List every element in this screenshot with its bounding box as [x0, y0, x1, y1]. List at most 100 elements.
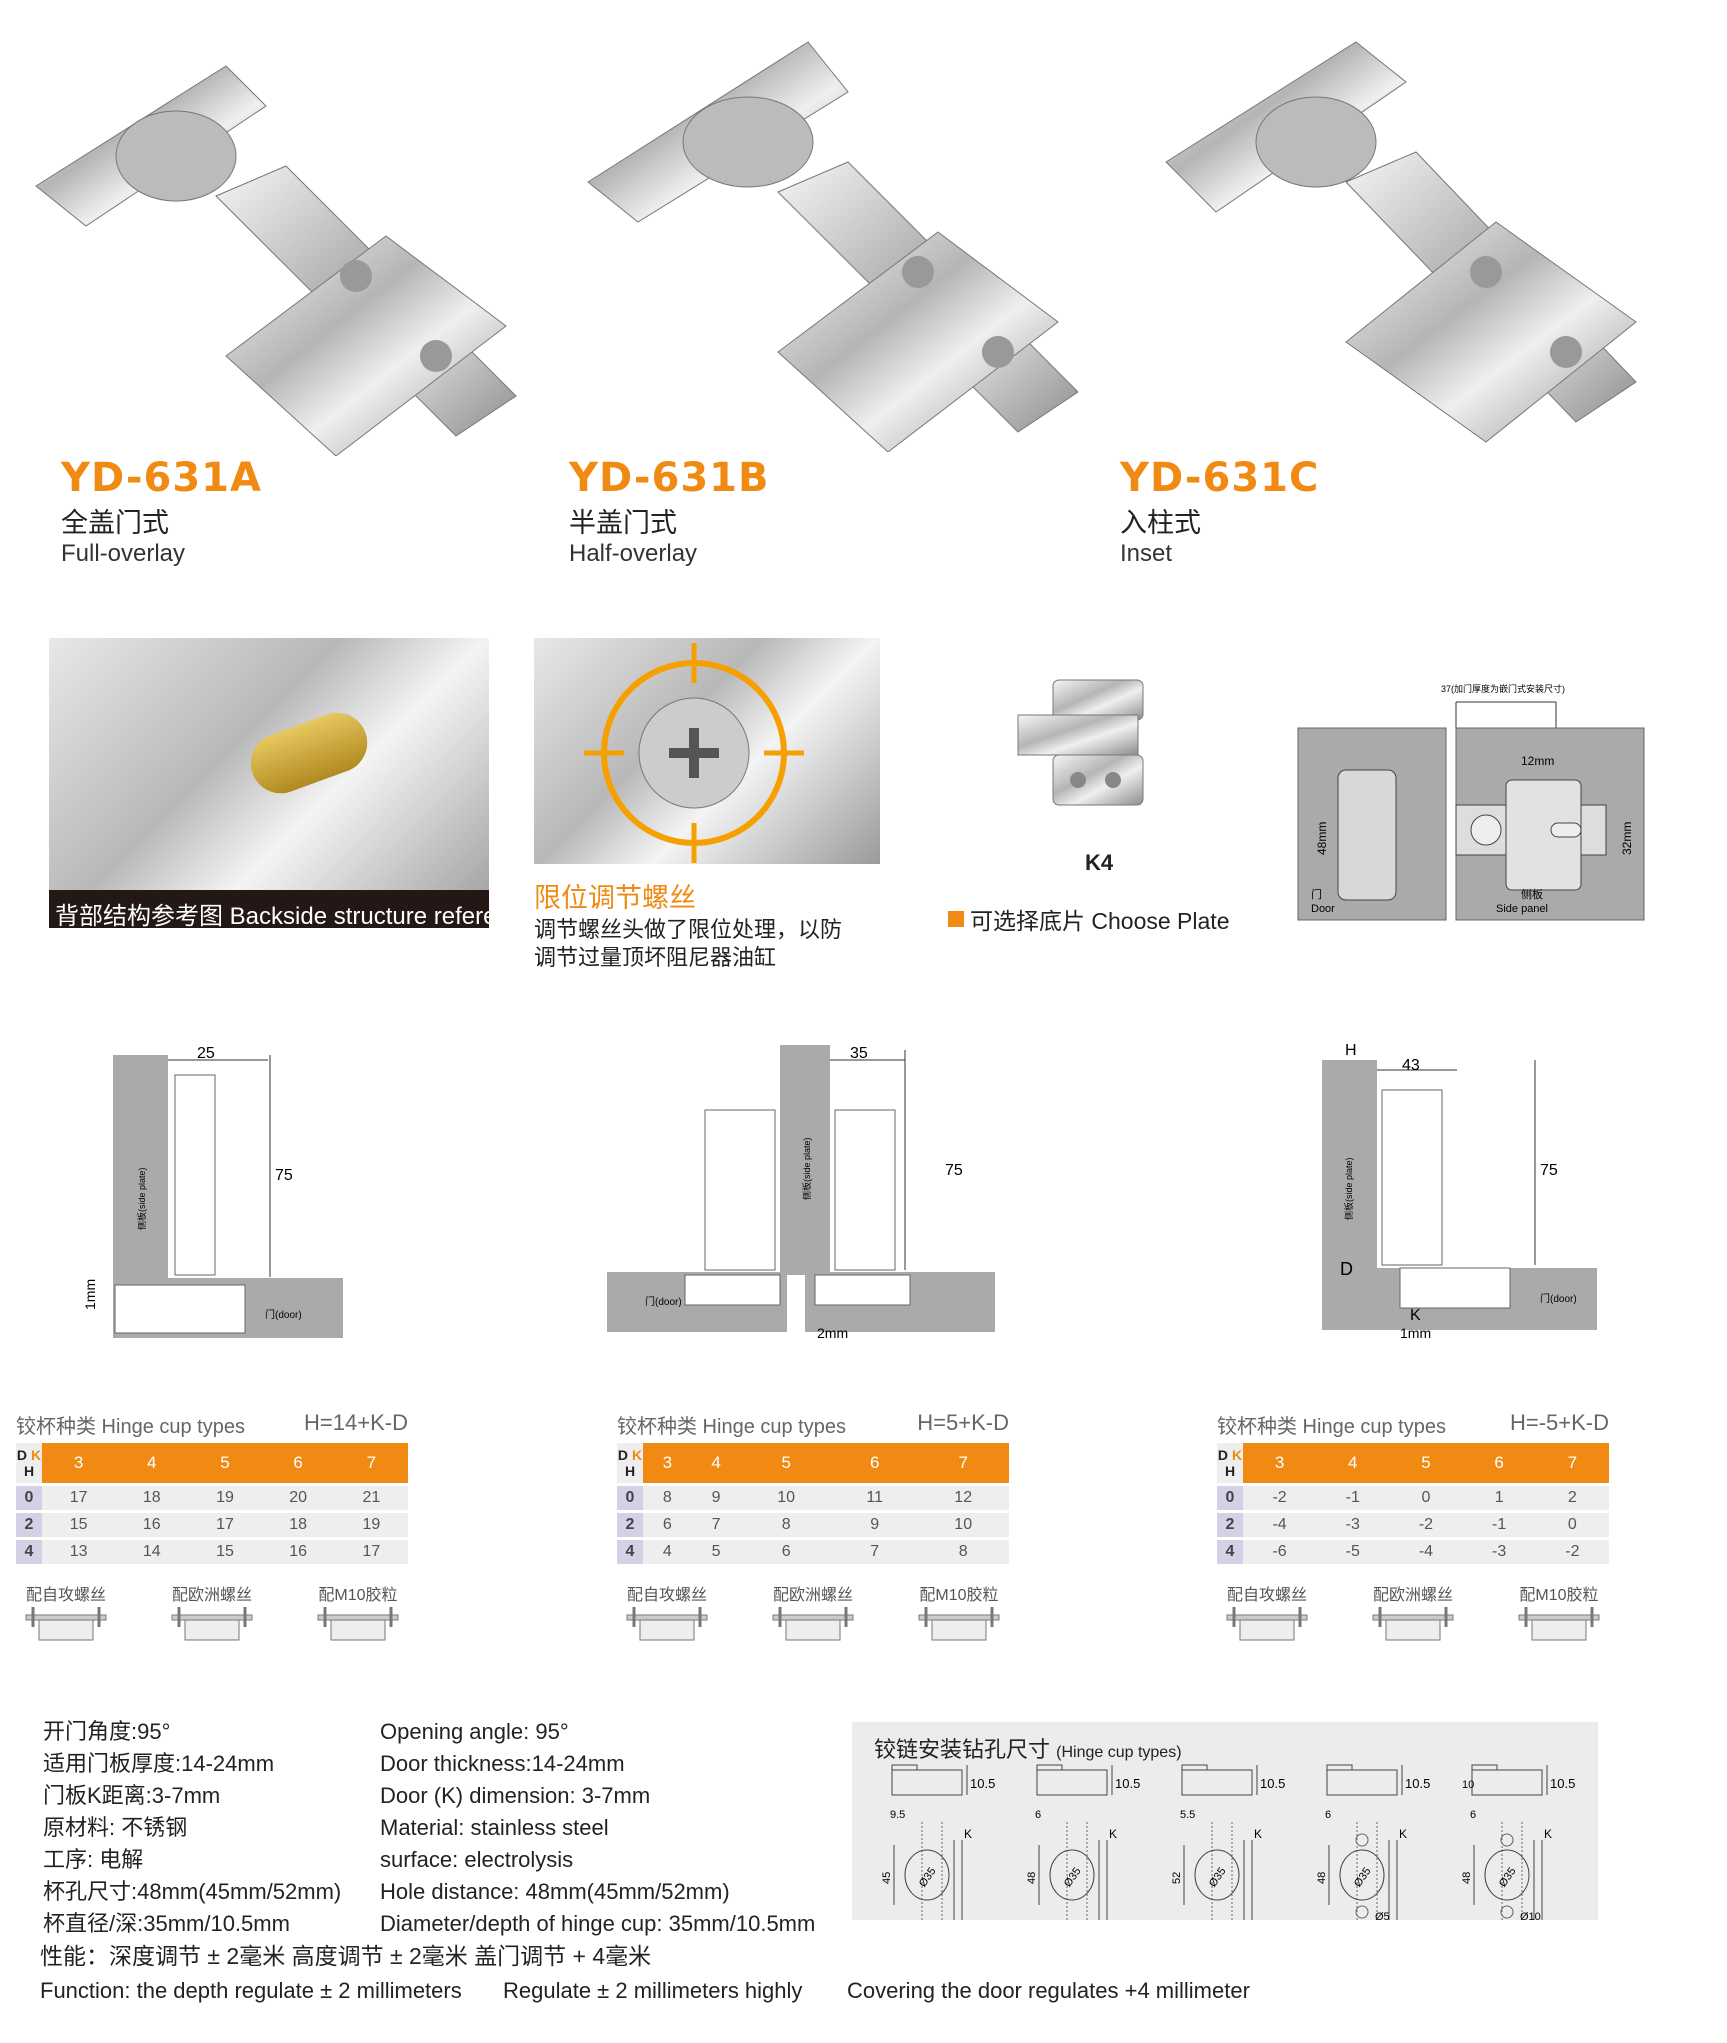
h-label: H	[1345, 1042, 1357, 1059]
screw-type-label: 配自攻螺丝	[1226, 1587, 1307, 1604]
screw-type-label: 配M10胶粒	[1519, 1587, 1599, 1604]
screw-cup-icon	[25, 1607, 107, 1641]
d-value: 0	[16, 1486, 42, 1510]
limit-screw-desc-1: 调节螺丝头做了限位处理，以防	[534, 917, 843, 942]
h-value: -1	[1316, 1486, 1390, 1510]
h-value: 15	[188, 1540, 262, 1564]
spec-line: 杯孔尺寸:48mm(45mm/52mm)	[43, 1879, 342, 1904]
k-value: 6	[1462, 1443, 1536, 1483]
h-value: -6	[1243, 1540, 1317, 1564]
h-value: 0	[1535, 1513, 1609, 1537]
screw-cup-icon	[171, 1607, 253, 1641]
k-value: 4	[1316, 1443, 1390, 1483]
h-value: 12	[917, 1486, 1009, 1510]
dowel-cup-icon	[918, 1607, 1000, 1641]
h-value: 16	[261, 1540, 335, 1564]
h-value: 10	[740, 1486, 832, 1510]
h-value: 8	[740, 1513, 832, 1537]
type-cn: 半盖门式	[569, 508, 677, 538]
specs-english: Opening angle: 95°Door thickness:14-24mm…	[380, 1716, 815, 1940]
center-offset: 6	[1035, 1809, 1041, 1821]
h-value: 6	[740, 1540, 832, 1564]
limit-screw-title: 限位调节螺丝	[534, 883, 696, 913]
screw-type: 配M10胶粒	[1509, 1581, 1609, 1646]
spec-line: Hole distance: 48mm(45mm/52mm)	[380, 1879, 730, 1904]
drill-spec-item: 10.5 6 Ø35 48 K Ø5	[1317, 1764, 1430, 1920]
product-half-overlay: YD-631B 半盖门式 Half-overlay	[569, 455, 770, 568]
h-value: -4	[1389, 1540, 1463, 1564]
h-value: 1	[1462, 1486, 1536, 1510]
cup-depth: 10.5	[970, 1776, 995, 1791]
h-value: 19	[334, 1513, 408, 1537]
d-label: D	[1340, 1259, 1353, 1279]
extra-hole-dia: Ø10	[1520, 1911, 1541, 1920]
h-value: 8	[917, 1540, 1009, 1564]
screw-type-label: 配M10胶粒	[318, 1587, 398, 1604]
k-value: 7	[334, 1443, 408, 1483]
drill-spec-item: 10.5 9.5 Ø35 45 K	[882, 1764, 995, 1920]
h-value: 21	[334, 1486, 408, 1510]
limit-screw-photo	[534, 638, 880, 864]
k-dim: K	[1399, 1827, 1407, 1841]
spec-line: Diameter/depth of hinge cup: 35mm/10.5mm	[380, 1911, 816, 1936]
k4-mounting-plate-image	[1017, 679, 1144, 806]
spec-line: Door thickness:14-24mm	[380, 1751, 625, 1776]
h-value: 0	[1389, 1486, 1463, 1510]
spec-line: 工序: 电解	[43, 1847, 144, 1872]
gap-dim: 2mm	[817, 1325, 848, 1340]
type-en: Half-overlay	[569, 540, 698, 567]
hole-distance: 45	[882, 1872, 893, 1884]
table-title-text: 铰杯种类 Hinge cup types	[1217, 1416, 1446, 1438]
cup-depth: 10.5	[1550, 1776, 1575, 1791]
table-row: 4-6-5-4-3-2	[1217, 1540, 1609, 1564]
center-offset: 9.5	[890, 1809, 905, 1821]
hole-distance: 52	[1172, 1872, 1183, 1884]
h-value: 17	[188, 1513, 262, 1537]
h-value: 17	[334, 1540, 408, 1564]
screw-cup-icon	[626, 1607, 708, 1641]
k-value: 4	[115, 1443, 189, 1483]
cup-depth: 10.5	[1405, 1776, 1430, 1791]
h-value: 2	[1535, 1486, 1609, 1510]
model-name: YD-631C	[1120, 455, 1320, 501]
door-label: 门(door)	[265, 1308, 302, 1321]
h-value: 10	[917, 1513, 1009, 1537]
h-value: 18	[115, 1486, 189, 1510]
k-value: 3	[643, 1443, 692, 1483]
h-value: 13	[42, 1540, 116, 1564]
side-plate-label: 侧板(side plate)	[136, 1167, 147, 1230]
k-dim: K	[1254, 1827, 1262, 1841]
choose-plate-text: 可选择底片 Choose Plate	[970, 908, 1230, 934]
side-plate-label: 侧板(side plate)	[801, 1137, 812, 1200]
install-diagram-half-overlay: 35 75 2mm 侧板(side plate) 门(door)	[607, 1045, 995, 1340]
screw-type-label: 配欧洲螺丝	[772, 1587, 853, 1604]
backside-caption: 背部结构参考图 Backside structure refere	[49, 890, 489, 928]
spec-line: 开门角度:95°	[43, 1719, 171, 1744]
model-name: YD-631B	[569, 455, 770, 501]
spec-line: 原材料: 不锈钢	[43, 1815, 188, 1840]
plan-note: 37(加门厚度为嵌门式安装尺寸)	[1441, 683, 1565, 694]
drilling-dimensions-panel: 铰链安装钻孔尺寸 (Hinge cup types) 10.5 9.5 Ø35 …	[852, 1722, 1598, 1920]
cup-diameter: Ø35	[917, 1865, 939, 1889]
screw-type-label: 配欧洲螺丝	[1372, 1587, 1453, 1604]
plan-door-en: Door	[1311, 903, 1335, 915]
plan-48mm: 48mm	[1315, 822, 1329, 855]
cup-depth: 10.5	[1260, 1776, 1285, 1791]
spec-line: surface: electrolysis	[380, 1847, 574, 1872]
h-value: 14	[115, 1540, 189, 1564]
table-formula: H=-5+K-D	[1509, 1410, 1609, 1435]
function-en-depth: Function: the depth regulate ± 2 millime…	[40, 1978, 462, 2003]
h-value: -3	[1462, 1540, 1536, 1564]
width-dim: 25	[197, 1045, 215, 1062]
height-dim: 75	[945, 1162, 963, 1179]
